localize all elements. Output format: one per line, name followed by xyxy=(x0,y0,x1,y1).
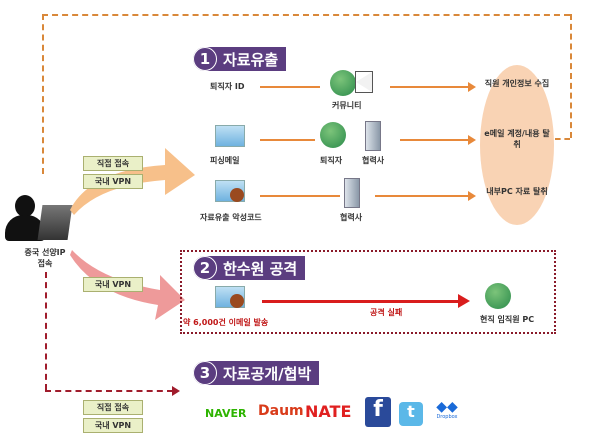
source-label: 퇴직자 ID xyxy=(210,82,245,91)
result-label: e메일 계정/내용 탈취 xyxy=(484,129,550,149)
retiree-icon xyxy=(320,122,346,148)
target-label: 현직 임직원 PC xyxy=(480,315,535,324)
nate-logo: NATE xyxy=(305,402,352,421)
source-label: 피싱메일 xyxy=(210,156,240,165)
arrowhead xyxy=(468,191,476,201)
employee-pc-icon xyxy=(485,283,511,309)
mail-count-label: 약 6,000건 이메일 발송 xyxy=(183,318,269,327)
feedback-loop-line xyxy=(42,14,570,16)
arrowhead xyxy=(172,386,180,396)
source-label: 자료유출 악성코드 xyxy=(200,213,262,222)
flow-line xyxy=(260,86,320,88)
dashed-route-section3 xyxy=(45,272,47,390)
attack-arrow xyxy=(262,300,460,303)
feedback-loop-line xyxy=(42,14,44,174)
tag-direct-access: 직접 접속 xyxy=(83,400,143,415)
feedback-loop-line xyxy=(570,14,572,138)
megaphone-icon xyxy=(355,71,373,93)
attack-failed-label: 공격 실패 xyxy=(370,308,403,317)
malware-icon xyxy=(230,294,244,308)
tag-domestic-vpn: 국내 VPN xyxy=(83,418,143,433)
daum-logo: Daum xyxy=(258,403,304,419)
flow-line xyxy=(375,195,470,197)
via-label: 커뮤니티 xyxy=(332,101,362,110)
flow-line xyxy=(260,195,340,197)
result-label: 직원 개인정보 수집 xyxy=(484,79,550,88)
community-people-icon xyxy=(330,70,356,96)
partner-building-icon xyxy=(344,178,360,208)
results-ellipse xyxy=(480,65,554,225)
flow-line xyxy=(400,139,470,141)
arrowhead xyxy=(468,135,476,145)
twitter-logo: t xyxy=(399,402,423,426)
arrowhead xyxy=(458,294,470,308)
via-label: 협력사 xyxy=(362,156,385,165)
malware-icon xyxy=(230,188,244,202)
arrowhead xyxy=(468,82,476,92)
tag-domestic-vpn: 국내 VPN xyxy=(83,277,143,292)
tag-domestic-vpn: 국내 VPN xyxy=(83,174,143,189)
facebook-logo: f xyxy=(365,397,391,427)
feedback-loop-line xyxy=(555,138,570,140)
flow-line xyxy=(260,139,315,141)
result-label: 내부PC 자료 탈취 xyxy=(486,187,548,196)
via-label: 협력사 xyxy=(340,213,363,222)
partner-building-icon xyxy=(365,121,381,151)
naver-logo: NAVER xyxy=(205,407,247,420)
tag-direct-access: 직접 접속 xyxy=(83,156,143,171)
section2-box xyxy=(180,250,556,334)
flow-line xyxy=(390,86,470,88)
phishing-mail-icon xyxy=(215,125,245,147)
via-label: 퇴직자 xyxy=(320,156,343,165)
dropbox-logo: ◆◆ Dropbox xyxy=(436,399,458,420)
dashed-route-section3 xyxy=(45,390,173,392)
